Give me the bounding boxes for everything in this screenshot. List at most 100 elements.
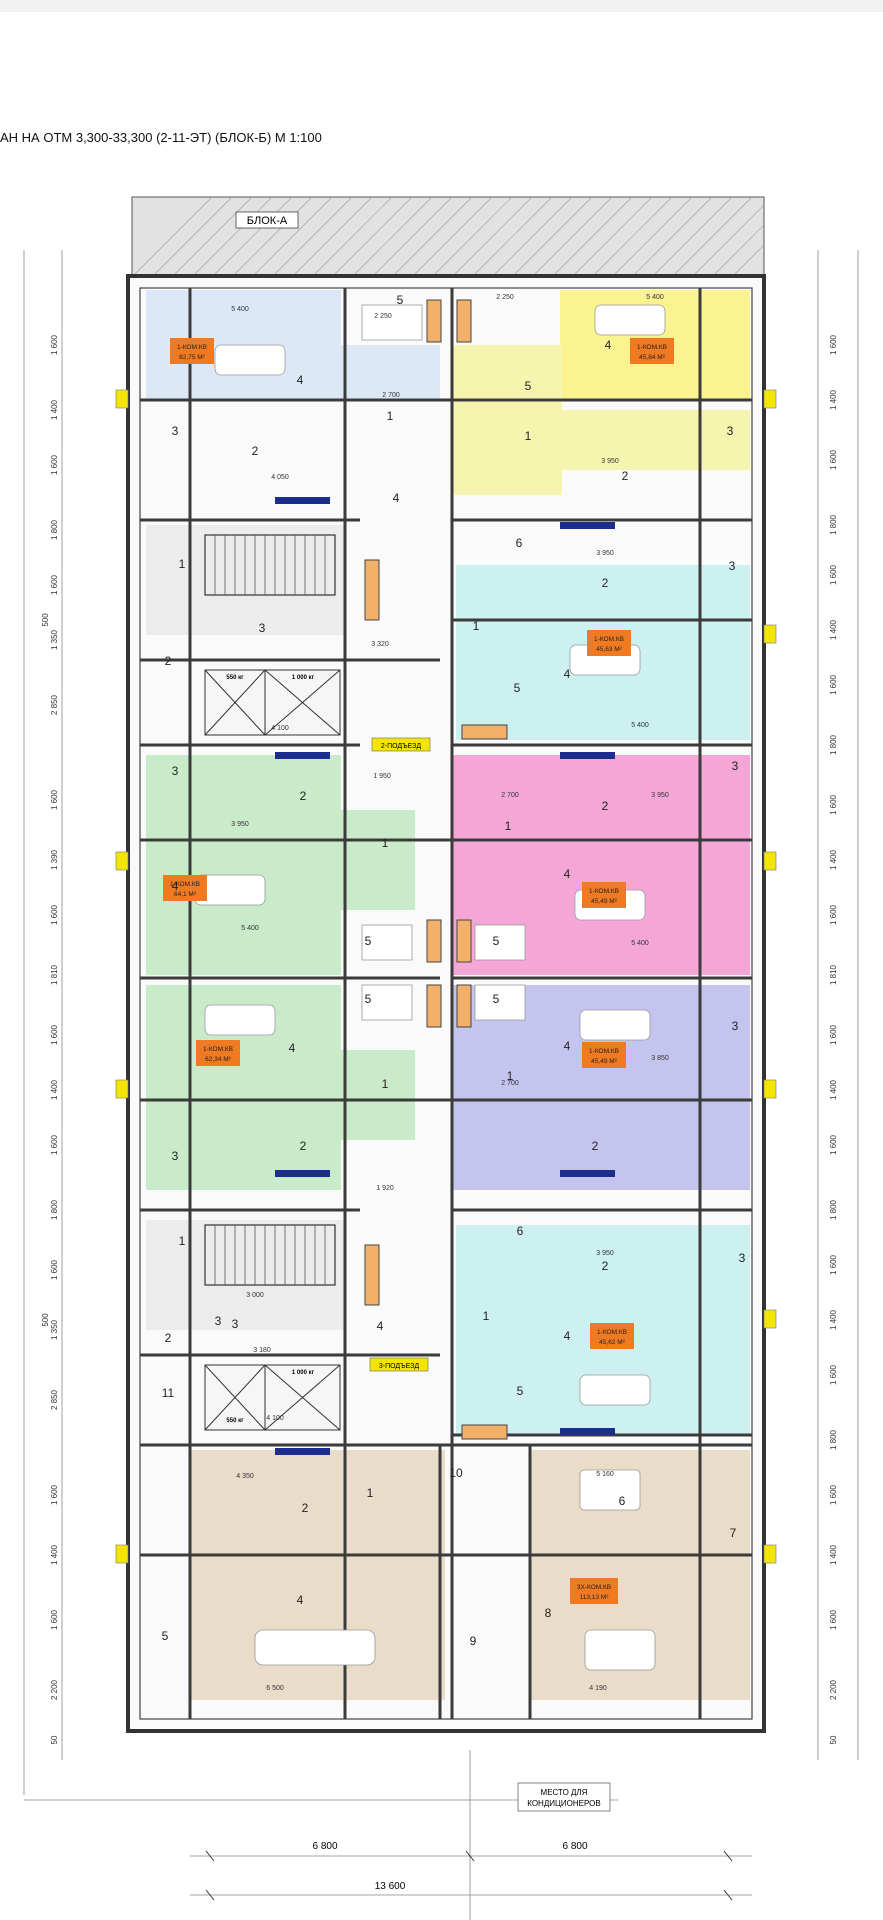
- dim-right: 1 600: [829, 564, 838, 585]
- dim-right: 1 600: [829, 674, 838, 695]
- room-number: 5: [517, 1384, 524, 1398]
- room-number: 3: [732, 1019, 739, 1033]
- room-number: 1: [179, 557, 186, 571]
- dim-label: 5 400: [646, 294, 664, 301]
- dim-left: 1 390: [50, 849, 59, 870]
- apt-tag-type: 3Х-КОМ.КВ: [577, 1584, 611, 1591]
- apt-tag-type: 1-КОМ.КВ: [637, 344, 667, 351]
- room-number: 4: [564, 1329, 571, 1343]
- dim-side: 500: [41, 1313, 50, 1327]
- apt-tag-area: 45,49 М²: [591, 1058, 617, 1065]
- room-number: 1: [387, 409, 394, 423]
- dim-left: 1 350: [50, 1319, 59, 1340]
- room-number: 4: [297, 1593, 304, 1607]
- room-number: 11: [162, 1386, 175, 1400]
- dim-label: 3 180: [253, 1347, 271, 1354]
- zone-stair-top: [146, 525, 346, 635]
- room-numbers: 4 3 2 5 1 4 3 2 1 5 1 2 3 4 6 1 2 3 4 5 …: [162, 293, 746, 1648]
- dim-label: 6 500: [266, 1685, 284, 1692]
- dim-right: 1 600: [829, 1609, 838, 1630]
- room-number: 2: [602, 1259, 609, 1273]
- dim-right: 1 600: [829, 794, 838, 815]
- dim-label: 1 920: [376, 1185, 394, 1192]
- dim-left: 1 810: [50, 964, 59, 985]
- radiators: [275, 497, 615, 1455]
- apt-tag-type: 1-КОМ.КВ: [170, 881, 200, 888]
- apt-tag-area: 62,75 М²: [179, 354, 205, 361]
- room-number: 2: [622, 469, 629, 483]
- dim-left: 1 600: [50, 1609, 59, 1630]
- dim-label: 2 250: [374, 313, 392, 320]
- dim-left: 1 800: [50, 1199, 59, 1220]
- dim-label: 3 950: [651, 792, 669, 799]
- room-number: 2: [302, 1501, 309, 1515]
- dim-label: 5 400: [631, 722, 649, 729]
- dim-label: 4 190: [589, 1685, 607, 1692]
- elevator-shafts-top: [204, 669, 341, 736]
- dim-right: 1 600: [829, 1024, 838, 1045]
- dim-left: 1 400: [50, 1544, 59, 1565]
- room-number: 6: [517, 1224, 524, 1238]
- dim-right: 1 400: [829, 1079, 838, 1100]
- room-number: 4: [393, 491, 400, 505]
- dim-bottom-right: 6 800: [562, 1841, 587, 1852]
- dim-left: 1 400: [50, 399, 59, 420]
- room-number: 6: [619, 1494, 626, 1508]
- dim-label: 2 700: [501, 792, 519, 799]
- apt-tag-area: 45,84 М²: [639, 354, 665, 361]
- room-number: 5: [162, 1629, 169, 1643]
- room-number: 3: [172, 764, 179, 778]
- entrance-box-2: [371, 737, 431, 752]
- apt-tag-type: 1-КОМ.КВ: [589, 888, 619, 895]
- room-number: 2: [300, 1139, 307, 1153]
- dimension-frame: [23, 250, 859, 1920]
- dim-right: 1 600: [829, 1134, 838, 1155]
- room-number: 1: [367, 1486, 374, 1500]
- dim-right: 1 600: [829, 1364, 838, 1385]
- dim-right: 1 810: [829, 964, 838, 985]
- walls: [140, 288, 752, 1719]
- apt-tag-type: 1-КОМ.КВ: [589, 1048, 619, 1055]
- ac-note-line-1: МЕСТО ДЛЯ: [541, 1788, 588, 1797]
- dim-bottom-left: 6 800: [312, 1841, 337, 1852]
- room-number: 3: [172, 424, 179, 438]
- room-number: 4: [377, 1319, 384, 1333]
- room-number: 1: [382, 1077, 389, 1091]
- room-number: 1: [505, 819, 512, 833]
- dim-left: 1 600: [50, 789, 59, 810]
- room-number: 2: [602, 576, 609, 590]
- elevator-shafts-bottom: [204, 1364, 341, 1431]
- block-a-label: БЛОК-А: [247, 215, 288, 227]
- lift-label-small-top: 550 кг: [226, 675, 244, 681]
- room-number: 1: [473, 619, 480, 633]
- dim-label: 5 400: [241, 925, 259, 932]
- dim-left: 1 600: [50, 574, 59, 595]
- dim-right: 1 800: [829, 734, 838, 755]
- dim-label: 2 700: [501, 1080, 519, 1087]
- dim-right: 1 400: [829, 849, 838, 870]
- ventilation-shafts: [364, 299, 508, 1440]
- dim-label: 3 950: [596, 1250, 614, 1257]
- dim-right: 1 800: [829, 1199, 838, 1220]
- dim-label: 5 400: [231, 306, 249, 313]
- dim-label: 2 250: [496, 294, 514, 301]
- room-number: 1: [507, 1069, 514, 1083]
- dim-right: 1 600: [829, 334, 838, 355]
- dim-left: 2 850: [50, 1389, 59, 1410]
- staircase-bottom: [204, 1224, 336, 1286]
- apartment-tags: [163, 338, 674, 1604]
- dim-label: 3 950: [231, 821, 249, 828]
- dim-label: 2 700: [382, 392, 400, 399]
- block-a-hatch: [131, 196, 765, 278]
- dim-left: 1 400: [50, 1079, 59, 1100]
- dim-label: 4 050: [271, 474, 289, 481]
- room-number: 4: [564, 1039, 571, 1053]
- apt-tag-area: 45,62 М²: [599, 1339, 625, 1346]
- room-number: 2: [252, 444, 259, 458]
- apartment-tag-texts: 1-КОМ.КВ 62,75 М² 1-КОМ.КВ 45,84 М² 1-КО…: [170, 344, 667, 1601]
- room-number: 3: [727, 424, 734, 438]
- room-number: 4: [289, 1041, 296, 1055]
- viewer-top-bar: [0, 0, 883, 12]
- dim-label: 1 950: [373, 773, 391, 780]
- room-number: 1: [525, 429, 532, 443]
